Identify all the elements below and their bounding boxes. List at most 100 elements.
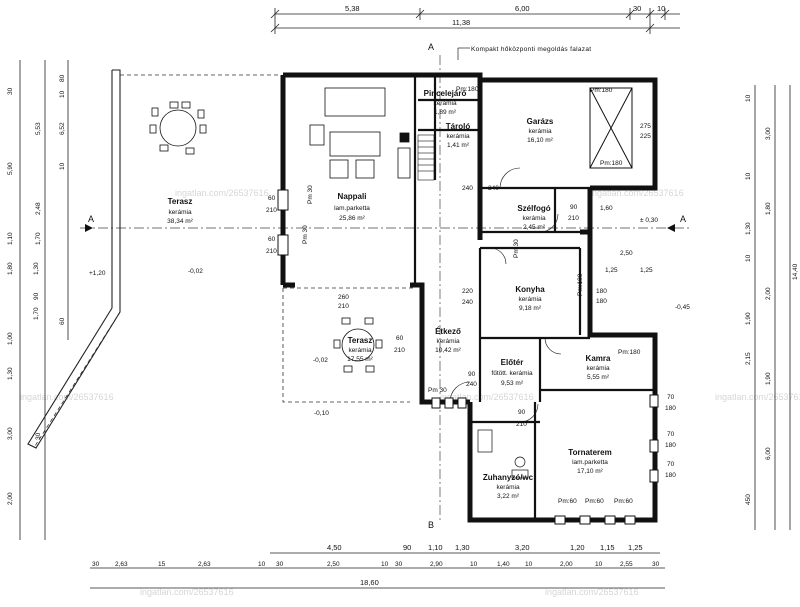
dim-label: 5,90 xyxy=(7,162,14,175)
terrace-table xyxy=(149,101,207,155)
dim-label: 1,70 xyxy=(35,232,42,245)
door-width: 240 xyxy=(462,185,473,192)
room-area: 25,86 m² xyxy=(339,215,365,222)
terrace-edge xyxy=(27,69,121,449)
dim-label: 90 xyxy=(403,543,411,552)
dim-label: 1,20 xyxy=(570,543,585,552)
wc-fixtures xyxy=(477,429,529,479)
dimension-lines-top xyxy=(270,8,680,34)
room-name: Étkező xyxy=(435,327,461,336)
dim-label: 10 xyxy=(381,561,389,568)
room-name: Zuhanyzó/wc xyxy=(483,473,534,482)
room-area: 9,53 m² xyxy=(501,380,524,387)
room-terasz1: Terasz kerámia 38,34 m² xyxy=(167,197,193,225)
dim-label: 1,70 xyxy=(33,307,40,320)
dim-label: 60 xyxy=(59,317,66,325)
parapet-label: Pm 30 xyxy=(307,185,314,204)
room-area: 10,42 m² xyxy=(435,347,461,354)
dim-label: 10 xyxy=(59,162,66,170)
dim-label: 1,80 xyxy=(7,262,14,275)
room-name: Garázs xyxy=(527,117,554,126)
room-taro: Tároló kerámia 1,41 m² xyxy=(446,122,471,149)
room-finish: kerámia xyxy=(436,338,460,345)
dim-label: 1,10 xyxy=(7,232,14,245)
dim-label: 1,40 xyxy=(497,561,510,568)
dim-label: 6,00 xyxy=(515,4,530,13)
garage-door-height: 225 xyxy=(640,133,651,140)
level-marker: -0,02 xyxy=(313,357,328,364)
dim-label: 2,00 xyxy=(765,287,772,300)
room-area: 5,55 m² xyxy=(587,374,610,381)
door-width: 220 xyxy=(462,288,473,295)
room-kamra: Kamra kerámia 5,55 m² xyxy=(586,354,611,381)
room-name: Pincelejáró xyxy=(424,89,467,98)
dim-label: 1,80 xyxy=(765,202,772,215)
window-width: 180 xyxy=(596,288,607,295)
dimension-labels-bottom: 4,50 90 1,10 1,30 3,20 1,20 1,15 1,25 30… xyxy=(92,543,660,587)
section-mark-a: A xyxy=(428,42,434,52)
watermarks: ingatlan.com/26537616 ingatlan.com/26537… xyxy=(20,188,800,597)
room-terasz2: Terasz kerámia 17,55 m² xyxy=(347,336,373,363)
dim-label: 30 xyxy=(7,87,14,95)
room-name: Tornaterem xyxy=(568,448,611,457)
dim-label: 30 xyxy=(35,432,42,440)
window-width: 70 xyxy=(667,431,675,438)
door-height: 210 xyxy=(266,248,277,255)
heat-center-annotation: Kompakt hőközponti megoldás falazat xyxy=(457,46,591,60)
level-marker: +1,20 xyxy=(89,270,106,277)
room-finish: kerámia xyxy=(528,128,552,135)
dim-label: 2,50 xyxy=(620,250,633,257)
room-area: 16,10 m² xyxy=(527,137,553,144)
room-finish: kerámia xyxy=(522,215,546,222)
level-marker: -0,10 xyxy=(314,410,329,417)
dim-label: 10 xyxy=(745,172,752,180)
dim-label: 1,30 xyxy=(455,543,470,552)
dim-label: 1,90 xyxy=(765,372,772,385)
dim-label: 450 xyxy=(745,494,752,505)
dim-label: 1,10 xyxy=(428,543,443,552)
room-name: Kamra xyxy=(586,354,611,363)
windows xyxy=(277,189,659,525)
window-width: 70 xyxy=(667,461,675,468)
room-area: 1,89 m² xyxy=(434,109,457,116)
parapet-label: Pm:180 xyxy=(618,349,641,356)
door-width: 260 xyxy=(338,294,349,301)
window-height: 180 xyxy=(665,405,676,412)
dim-label: 30 xyxy=(276,561,284,568)
parapet-label: Pm:180 xyxy=(600,160,623,167)
door-width: 60 xyxy=(268,236,276,243)
room-name: Nappali xyxy=(338,192,367,201)
room-name: Terasz xyxy=(168,197,193,206)
tech-labels: Pm:180 Pm:180 Pm:180 Pm:180 275 225 Pm 3… xyxy=(89,86,690,505)
watermark: ingatlan.com/26537616 xyxy=(545,587,639,597)
room-area: 38,34 m² xyxy=(167,218,193,225)
room-area: 3,22 m² xyxy=(497,493,520,500)
dim-label: 3,00 xyxy=(765,127,772,140)
room-eloter: Előtér fűtött. kerámia 9,53 m² xyxy=(491,358,533,387)
dim-label: 11,38 xyxy=(452,18,470,27)
watermark: ingatlan.com/26537616 xyxy=(715,392,800,402)
terrace2-table xyxy=(333,317,383,373)
section-mark-a: A xyxy=(88,214,94,224)
dim-label: 2,00 xyxy=(7,492,14,505)
door-height: 210 xyxy=(516,421,527,428)
room-finish: kerámia xyxy=(168,209,192,216)
dim-label: 1,30 xyxy=(7,367,14,380)
dimension-labels-right: 10 3,00 10 1,80 1,30 10 2,00 1,90 2,15 1… xyxy=(745,94,799,505)
parapet-label: Pm:180 xyxy=(577,273,584,296)
parapet-label: Pm:180 xyxy=(590,87,613,94)
window-height: 180 xyxy=(665,472,676,479)
dimension-labels-top: 5,38 6,00 30 10 11,38 xyxy=(345,4,665,27)
heat-center-note: Kompakt hőközponti megoldás falazat xyxy=(471,46,591,53)
dim-label: 6,52 xyxy=(59,122,66,135)
dim-label: 80 xyxy=(59,74,66,82)
room-finish: lam.parketta xyxy=(572,459,608,466)
dim-label: 10 xyxy=(745,254,752,262)
dim-label: 2,15 xyxy=(745,352,752,365)
garage-door-width: 275 xyxy=(640,123,651,130)
room-area: 2,45 m² xyxy=(523,224,546,231)
door-width: 60 xyxy=(268,195,276,202)
dim-label: 30 xyxy=(395,561,403,568)
room-finish: kerámia xyxy=(496,484,520,491)
